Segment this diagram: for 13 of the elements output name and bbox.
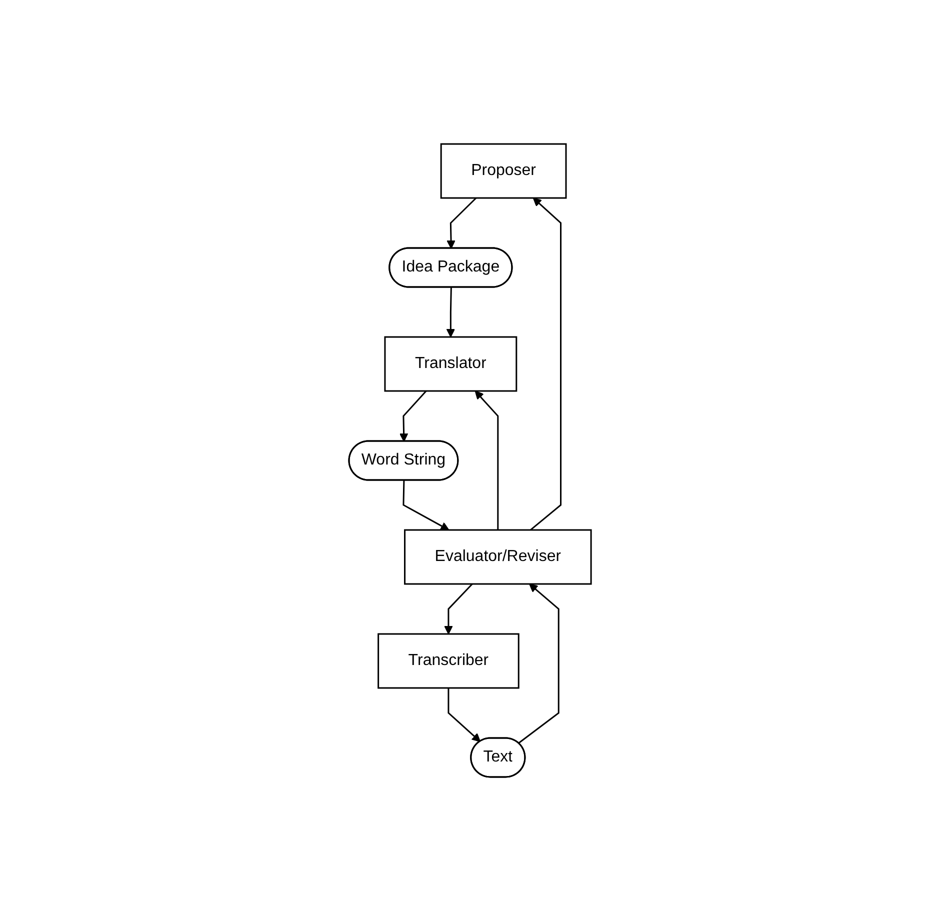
arrow	[475, 390, 500, 530]
arrow	[400, 390, 428, 442]
arrow	[444, 582, 474, 634]
node-box: Evaluator/Reviser	[404, 528, 592, 584]
arrow	[448, 688, 482, 742]
arrow	[446, 287, 456, 337]
arrow	[530, 197, 562, 530]
node-box: Translator	[384, 336, 518, 392]
node-box: Transcriber	[378, 632, 520, 688]
arrow	[518, 583, 560, 744]
node-box: Proposer	[440, 142, 568, 198]
arrow	[403, 480, 450, 530]
arrow	[447, 196, 478, 248]
